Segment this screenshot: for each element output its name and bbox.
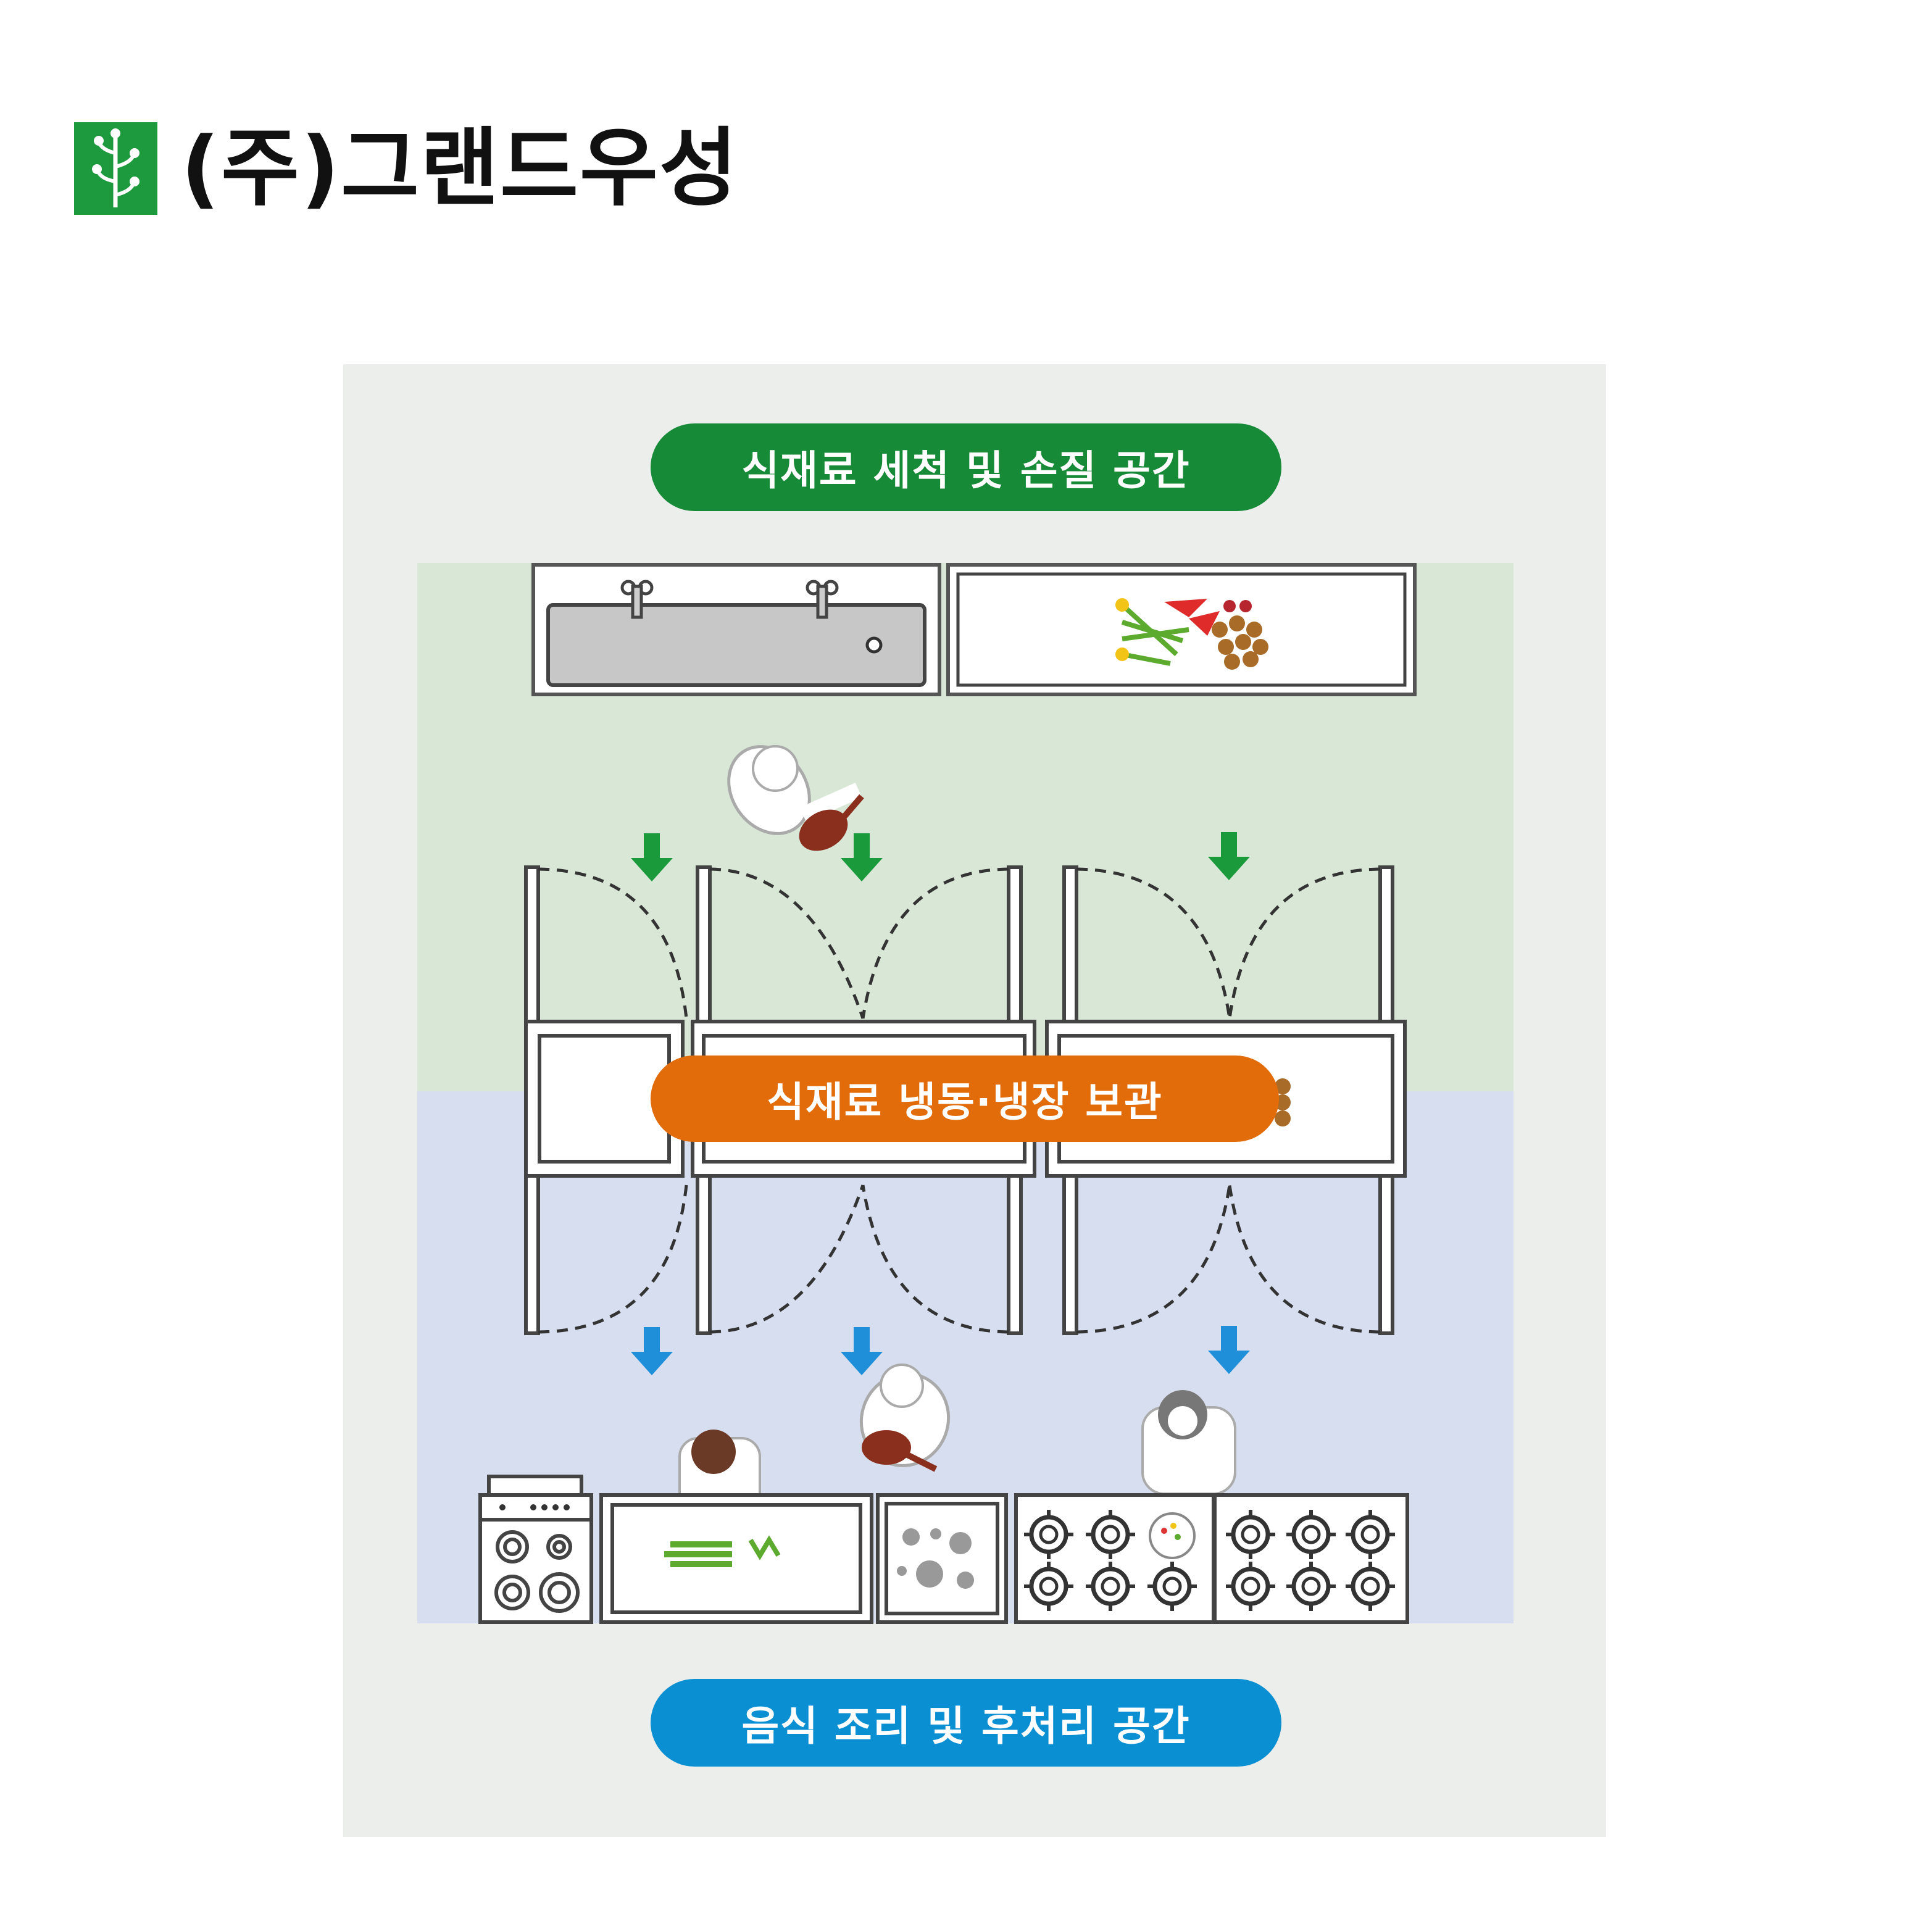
label-washing-prep: 식재료 세척 및 손질 공간 <box>651 423 1281 511</box>
range-oven <box>478 1475 593 1624</box>
meat-icon <box>862 1430 938 1472</box>
label-cold-storage: 식재료 냉동·냉장 보관 <box>651 1056 1279 1142</box>
company-name: (주)그랜드우성 <box>181 118 739 218</box>
logo-sprout-icon <box>74 122 157 215</box>
chef-icon <box>859 1364 951 1467</box>
company-logo: (주)그랜드우성 <box>74 120 739 216</box>
kitchen-layout-diagram: 식재료 세척 및 손질 공간 식재료 냉동·냉장 보관 음식 조리 및 후처리 … <box>343 364 1606 1837</box>
vegetable-icon <box>946 563 1417 696</box>
label-cooking: 음식 조리 및 후처리 공간 <box>651 1679 1281 1767</box>
sink-icon <box>531 563 941 696</box>
chef-icon <box>727 745 862 835</box>
chef-icon <box>1141 1390 1236 1495</box>
meat-icon <box>799 794 864 851</box>
